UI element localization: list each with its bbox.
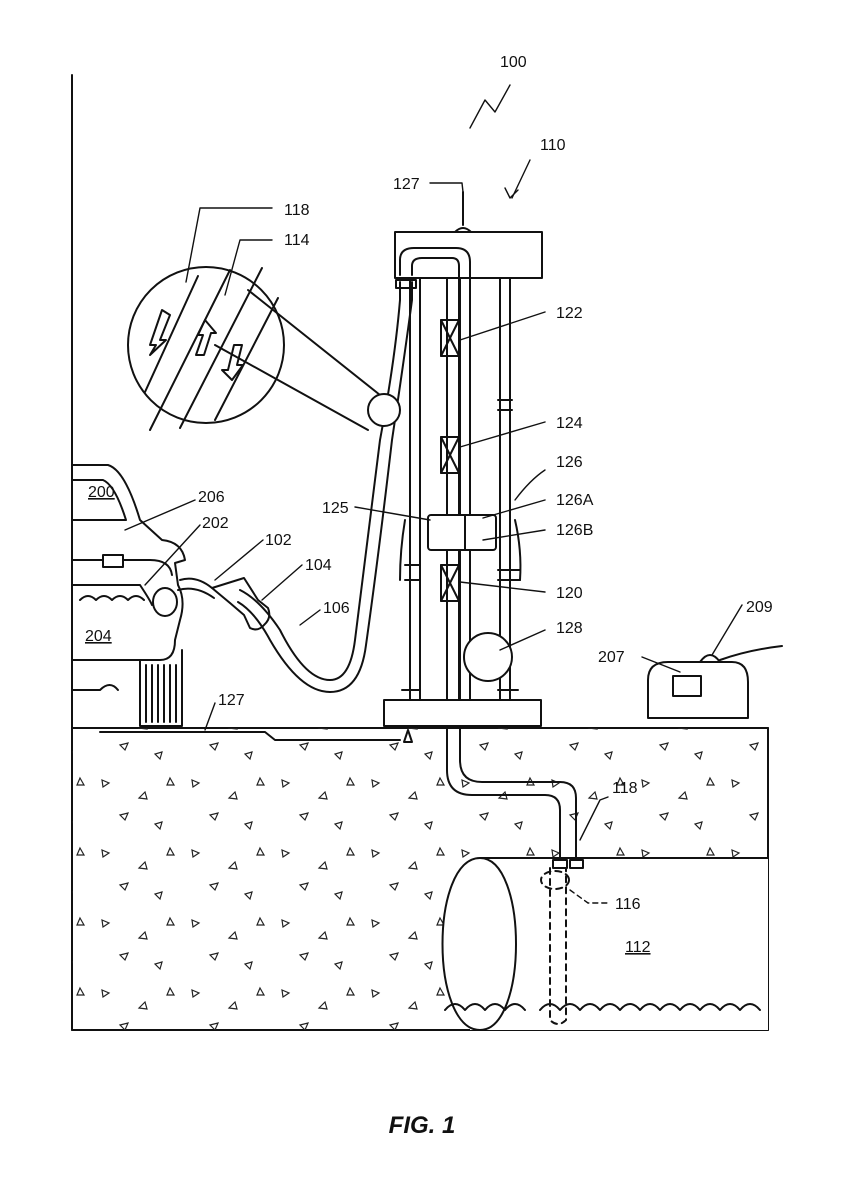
meter-housing <box>427 514 497 551</box>
underground-piping <box>446 269 584 1025</box>
label-120: 120 <box>556 585 583 602</box>
label-106: 106 <box>323 600 350 617</box>
fuel-surface <box>444 1003 761 1011</box>
label-126b: 126B <box>556 522 593 539</box>
label-127-top: 127 <box>393 176 420 193</box>
vehicle-tag <box>102 554 124 568</box>
label-122: 122 <box>556 305 583 322</box>
valve-124 <box>440 436 460 474</box>
magnified-hose-detail <box>127 266 401 431</box>
label-209: 209 <box>746 599 773 616</box>
label-124: 124 <box>556 415 583 432</box>
drop-tube <box>549 867 567 1025</box>
label-114: 114 <box>284 232 310 249</box>
label-207: 207 <box>598 649 625 666</box>
storage-tank <box>441 857 769 1031</box>
label-200: 200 <box>88 484 115 501</box>
figure-caption: FIG. 1 <box>388 1112 456 1139</box>
label-102: 102 <box>265 532 292 549</box>
label-116: 116 <box>615 896 641 913</box>
label-126: 126 <box>556 454 583 471</box>
label-202: 202 <box>202 515 229 532</box>
label-127-ground: 127 <box>218 692 245 709</box>
label-206: 206 <box>198 489 225 506</box>
pump <box>463 632 513 682</box>
nozzle <box>211 577 271 631</box>
label-125: 125 <box>322 500 349 517</box>
label-204: 204 <box>85 628 112 645</box>
label-110: 110 <box>540 137 566 154</box>
leader-lines <box>124 84 743 904</box>
label-100: 100 <box>500 54 527 71</box>
label-104: 104 <box>305 557 332 574</box>
label-118-tank: 118 <box>612 780 638 797</box>
label-128: 128 <box>556 620 583 637</box>
label-126a: 126A <box>556 492 594 509</box>
dispenser <box>383 191 543 727</box>
valve-120 <box>440 564 460 602</box>
label-118-top: 118 <box>284 202 310 219</box>
remote-unit <box>647 645 783 719</box>
vehicle <box>71 464 186 727</box>
ground-antenna <box>99 731 401 741</box>
reference-labels: 100 110 127 118 114 122 124 126 126A 125… <box>85 54 773 956</box>
label-112: 112 <box>625 939 651 956</box>
valve-122 <box>440 319 460 357</box>
